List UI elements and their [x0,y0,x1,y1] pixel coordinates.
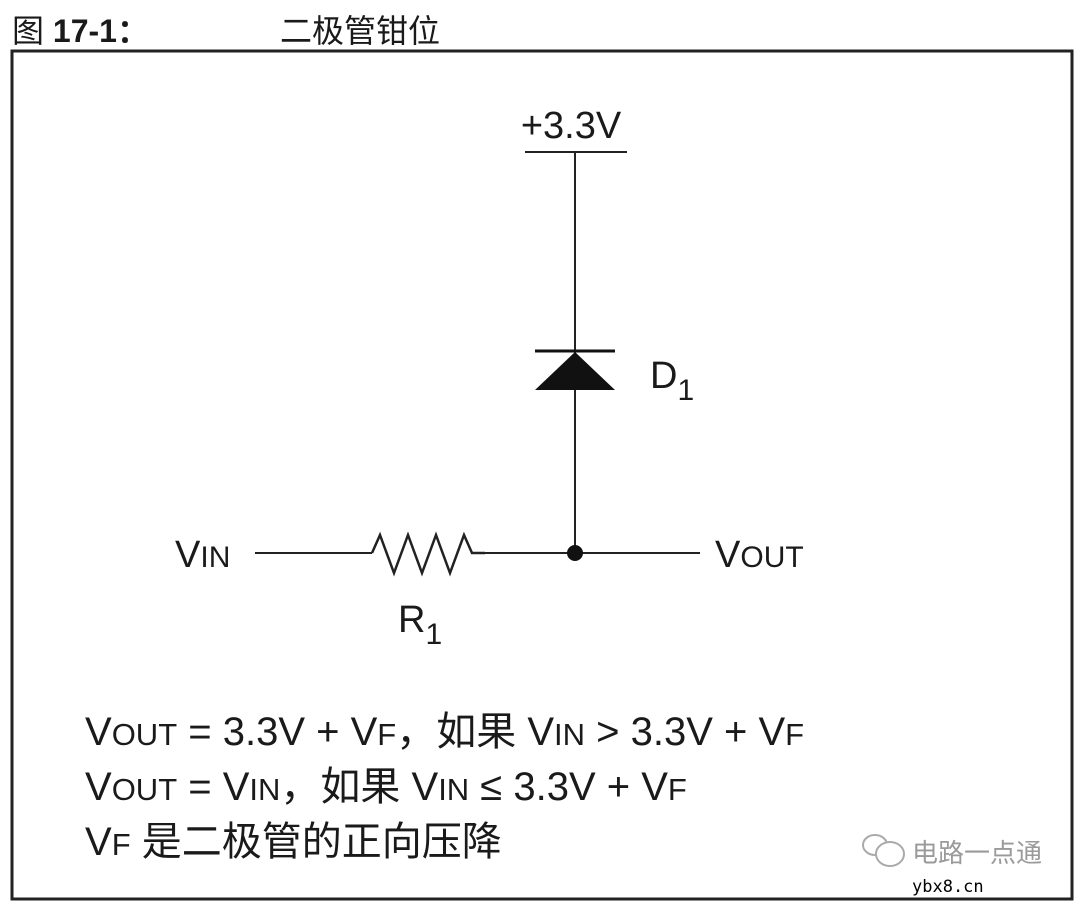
figure-caption: 二极管钳位 [280,13,440,49]
diode-symbol [535,349,615,390]
equation-line-2: VOUT = VIN，如果 VIN ≤ 3.3V + VF [85,765,687,809]
supply-label: +3.3V [521,105,622,147]
junction-dot [567,545,583,561]
resistor-label: R1 [398,599,442,651]
watermark-site: ybx8.cn [912,877,984,897]
vout-label: VOUT [715,534,804,576]
figure-frame [10,49,1074,901]
wechat-icon [862,834,905,867]
watermark: 电路一点通 [862,834,1042,868]
resistor-symbol [370,531,485,577]
vin-label: VIN [175,534,230,576]
equation-line-1: VOUT = 3.3V + VF，如果 VIN > 3.3V + VF [85,710,804,754]
equation-line-3: VF 是二极管的正向压降 [85,820,502,864]
figure-title: 图 17-1： [12,13,149,49]
diode-label: D1 [650,355,694,407]
watermark-brand: 电路一点通 [912,838,1042,868]
